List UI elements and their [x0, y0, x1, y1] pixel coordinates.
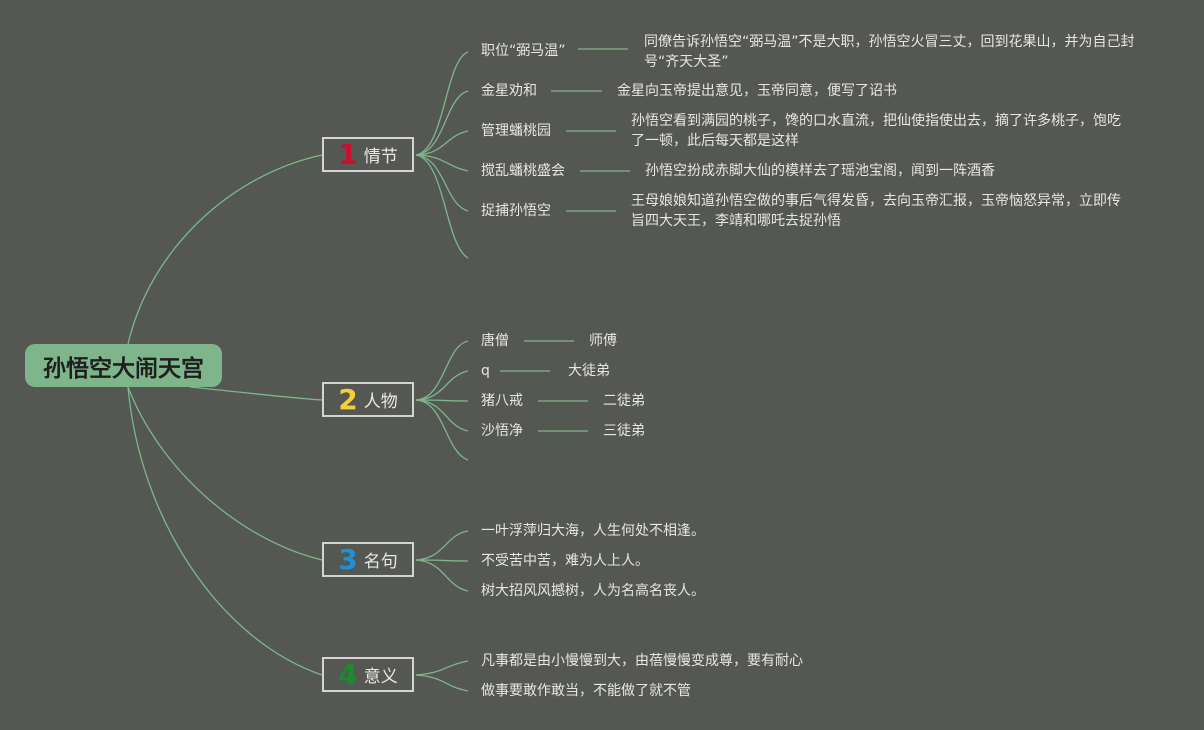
connector-root-branch-1	[127, 154, 323, 345]
branch-number: 1	[338, 137, 358, 171]
quote-item[interactable]: 树大招风风撼树，人为名高名丧人。	[481, 583, 705, 599]
character-name[interactable]: 唐僧	[481, 333, 509, 349]
plot-item-label[interactable]: 捉捕孙悟空	[481, 203, 551, 219]
meaning-item[interactable]: 做事要敢作敢当，不能做了就不管	[481, 683, 691, 699]
meaning-item[interactable]: 凡事都是由小慢慢到大，由蓓慢慢变成尊，要有耐心	[481, 653, 803, 669]
character-role[interactable]: 二徒弟	[603, 393, 645, 409]
character-name[interactable]: q	[481, 363, 490, 379]
plot-item-label[interactable]: 金星劝和	[481, 83, 537, 99]
branch-node-characters[interactable]: 2 人物	[322, 382, 414, 417]
branch-node-plot[interactable]: 1 情节	[322, 137, 414, 172]
connector-root-branch-4	[127, 386, 323, 676]
character-role[interactable]: 三徒弟	[603, 423, 645, 439]
plot-item-desc[interactable]: 同僚告诉孙悟空“弼马温”不是大职，孙悟空火冒三丈，回到花果山，并为自己封号“齐天…	[644, 34, 1135, 70]
branch-label: 意义	[363, 667, 398, 687]
branch-label: 名句	[363, 552, 398, 572]
branch-node-meaning[interactable]: 4 意义	[322, 657, 414, 692]
root-node[interactable]: 孙悟空大闹天宫	[25, 344, 222, 387]
quote-item[interactable]: 不受苦中苦，难为人上人。	[481, 553, 649, 569]
plot-item-desc[interactable]: 金星向玉帝提出意见，玉帝同意，便写了诏书	[617, 83, 897, 99]
plot-item-desc[interactable]: 孙悟空扮成赤脚大仙的模样去了瑶池宝阁，闻到一阵酒香	[645, 163, 995, 179]
character-name[interactable]: 沙悟净	[481, 423, 523, 439]
branch-number: 3	[338, 542, 358, 576]
quote-item[interactable]: 一叶浮萍归大海，人生何处不相逢。	[481, 523, 705, 539]
plot-item-desc[interactable]: 孙悟空看到满园的桃子，馋的口水直流，把仙使指使出去，摘了许多桃子，饱吃了一顿，此…	[631, 113, 1121, 149]
branch-label: 情节	[363, 147, 398, 167]
plot-item-label[interactable]: 搅乱蟠桃盛会	[481, 163, 565, 179]
plot-item-desc[interactable]: 王母娘娘知道孙悟空做的事后气得发昏，去向玉帝汇报，玉帝恼怒异常，立即传旨四大天王…	[631, 193, 1121, 229]
branch-number: 4	[338, 657, 358, 691]
connector-root-branch-3	[127, 386, 323, 561]
branch-number: 2	[338, 382, 358, 416]
character-role[interactable]: 大徒弟	[568, 363, 610, 379]
plot-item-label[interactable]: 职位“弼马温”	[481, 43, 566, 59]
character-name[interactable]: 猪八戒	[481, 393, 523, 409]
plot-item-label[interactable]: 管理蟠桃园	[481, 123, 551, 139]
connector-root-branch-2	[189, 386, 323, 401]
character-role[interactable]: 师傅	[589, 333, 617, 349]
branch-node-quotes[interactable]: 3 名句	[322, 542, 414, 577]
branch-label: 人物	[363, 392, 398, 412]
